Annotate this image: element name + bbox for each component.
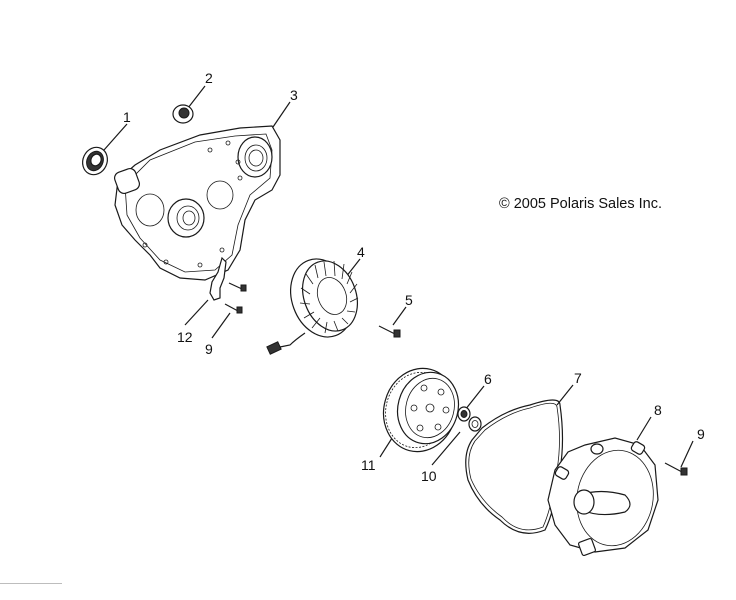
divider [0, 583, 62, 584]
stator-bolt-illustration [378, 325, 401, 338]
callout-9-left: 9 [205, 341, 213, 357]
seal-washer-illustration [172, 104, 194, 124]
callout-3: 3 [290, 87, 298, 103]
callout-5: 5 [405, 292, 413, 308]
crankcase-cover-illustration [113, 125, 281, 281]
callout-4: 4 [357, 244, 365, 260]
callout-1: 1 [123, 109, 131, 125]
callout-10: 10 [421, 468, 437, 484]
nut-illustration [468, 416, 482, 432]
washer-illustration [457, 406, 471, 422]
wire-clamp-illustration [209, 256, 227, 301]
copyright-notice: © 2005 Polaris Sales Inc. [499, 196, 663, 212]
flywheel-illustration [382, 367, 460, 453]
bolt-left-illustration [224, 282, 247, 314]
callout-11: 11 [361, 457, 376, 473]
callout-6: 6 [484, 371, 492, 387]
callout-12: 12 [177, 329, 193, 345]
stator-illustration [266, 258, 359, 355]
callout-2: 2 [205, 70, 213, 86]
callout-7: 7 [574, 370, 582, 386]
callout-8: 8 [654, 402, 662, 418]
callout-9-right: 9 [697, 426, 705, 442]
oil-seal-illustration [82, 146, 108, 176]
leader-lines [103, 85, 694, 468]
bolt-right-illustration [664, 462, 688, 476]
stator-cover-illustration [547, 437, 659, 557]
